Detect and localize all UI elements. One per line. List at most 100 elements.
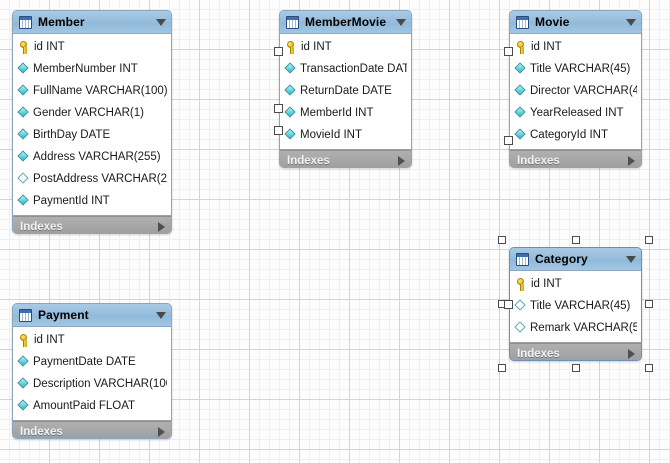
chevron-down-icon[interactable] [626, 18, 636, 26]
table-icon [516, 15, 529, 29]
column-row[interactable]: Director VARCHAR(45) [510, 80, 641, 102]
column-label: MemberNumber INT [33, 63, 138, 75]
column-label: BirthDay DATE [33, 129, 111, 141]
indexes-section[interactable]: Indexes [510, 343, 641, 360]
column-row[interactable]: ReturnDate DATE [280, 80, 411, 102]
expand-right-icon[interactable] [398, 156, 405, 166]
column-row[interactable]: FullName VARCHAR(100) [13, 80, 171, 102]
column-list: id INT MemberNumber INT FullName VARCHAR(1… [13, 34, 171, 216]
column-row[interactable]: TransactionDate DATE [280, 58, 411, 80]
column-label: FullName VARCHAR(100) [33, 85, 167, 97]
column-row[interactable]: BirthDay DATE [13, 124, 171, 146]
column-label: id INT [531, 278, 562, 290]
connector-handle-movie-categoryid[interactable] [504, 136, 513, 145]
primary-key-icon [515, 40, 527, 54]
expand-right-icon[interactable] [158, 427, 165, 437]
table-header[interactable]: Movie [510, 11, 641, 34]
column-row[interactable]: Title VARCHAR(45) [510, 295, 641, 317]
table-header[interactable]: Member [13, 11, 171, 34]
indexes-section[interactable]: Indexes [13, 421, 171, 438]
column-label: id INT [34, 334, 65, 346]
column-icon [515, 129, 527, 141]
column-row[interactable]: id INT [13, 36, 171, 58]
table-header[interactable]: Payment [13, 304, 171, 327]
table-icon [516, 252, 529, 266]
primary-key-icon [18, 333, 30, 347]
indexes-section[interactable]: Indexes [13, 216, 171, 233]
column-label: Title VARCHAR(45) [530, 63, 631, 75]
column-row[interactable]: PaymentId INT [13, 190, 171, 212]
table-figure-category[interactable]: Category id INT Title VARCHAR(45)Remark VA… [509, 247, 642, 361]
column-row[interactable]: id INT [13, 329, 171, 351]
column-row[interactable]: Description VARCHAR(100) [13, 373, 171, 395]
chevron-down-icon[interactable] [396, 18, 406, 26]
column-row[interactable]: id INT [510, 273, 641, 295]
column-label: id INT [34, 41, 65, 53]
column-row[interactable]: id INT [280, 36, 411, 58]
resize-handle-se[interactable] [645, 364, 653, 372]
table-header[interactable]: MemberMovie [280, 11, 411, 34]
connector-handle-movie-top[interactable] [504, 47, 513, 56]
column-label: PostAddress VARCHAR(255) [33, 173, 167, 185]
connector-handle-category-title[interactable] [504, 300, 513, 309]
chevron-down-icon[interactable] [156, 311, 166, 319]
table-name: Category [535, 252, 588, 266]
chevron-down-icon[interactable] [626, 255, 636, 263]
column-row[interactable]: Gender VARCHAR(1) [13, 102, 171, 124]
column-icon [18, 378, 30, 390]
column-row[interactable]: Address VARCHAR(255) [13, 146, 171, 168]
column-icon [515, 63, 527, 75]
column-label: Description VARCHAR(100) [33, 378, 167, 390]
expand-right-icon[interactable] [628, 156, 635, 166]
indexes-label: Indexes [517, 155, 560, 167]
table-figure-member[interactable]: Member id INT MemberNumber INT FullName VAR… [12, 10, 172, 234]
column-label: YearReleased INT [530, 107, 624, 119]
resize-handle-sw[interactable] [498, 364, 506, 372]
indexes-section[interactable]: Indexes [510, 150, 641, 167]
column-row[interactable]: PaymentDate DATE [13, 351, 171, 373]
column-row[interactable]: AmountPaid FLOAT [13, 395, 171, 417]
table-name: Payment [38, 308, 89, 322]
column-icon [18, 356, 30, 368]
column-row[interactable]: MemberId INT [280, 102, 411, 124]
column-row[interactable]: PostAddress VARCHAR(255) [13, 168, 171, 190]
column-row[interactable]: MemberNumber INT [13, 58, 171, 80]
chevron-down-icon[interactable] [156, 18, 166, 26]
column-row[interactable]: CategoryId INT [510, 124, 641, 146]
column-icon [285, 107, 297, 119]
column-label: AmountPaid FLOAT [33, 400, 136, 412]
column-label: TransactionDate DATE [300, 63, 407, 75]
column-label: CategoryId INT [530, 129, 608, 141]
column-row[interactable]: Title VARCHAR(45) [510, 58, 641, 80]
connector-handle-membermovie-movieid[interactable] [274, 126, 283, 135]
column-icon [18, 151, 30, 163]
indexes-section[interactable]: Indexes [280, 150, 411, 167]
resize-handle-nw[interactable] [498, 236, 506, 244]
table-header[interactable]: Category [510, 248, 641, 271]
column-row[interactable]: id INT [510, 36, 641, 58]
table-name: Member [38, 15, 85, 29]
expand-right-icon[interactable] [158, 222, 165, 232]
column-row[interactable]: Remark VARCHAR(500) [510, 317, 641, 339]
resize-handle-e[interactable] [645, 300, 653, 308]
connector-handle-membermovie-memberid[interactable] [274, 104, 283, 113]
resize-handle-s[interactable] [571, 364, 580, 372]
expand-right-icon[interactable] [628, 349, 635, 359]
column-row[interactable]: MovieId INT [280, 124, 411, 146]
table-icon [19, 15, 32, 29]
column-list: id INT TransactionDate DATE ReturnDate DAT… [280, 34, 411, 150]
primary-key-icon [515, 277, 527, 291]
table-figure-payment[interactable]: Payment id INT PaymentDate DATE Description… [12, 303, 172, 439]
column-icon [18, 107, 30, 119]
column-list: id INT PaymentDate DATE Description VARCHA… [13, 327, 171, 421]
resize-handle-n[interactable] [571, 236, 580, 244]
indexes-label: Indexes [287, 155, 330, 167]
column-nullable-icon [515, 322, 527, 334]
resize-handle-ne[interactable] [645, 236, 653, 244]
column-row[interactable]: YearReleased INT [510, 102, 641, 124]
table-icon [19, 308, 32, 322]
primary-key-icon [285, 40, 297, 54]
connector-handle-membermovie-top[interactable] [274, 47, 283, 56]
